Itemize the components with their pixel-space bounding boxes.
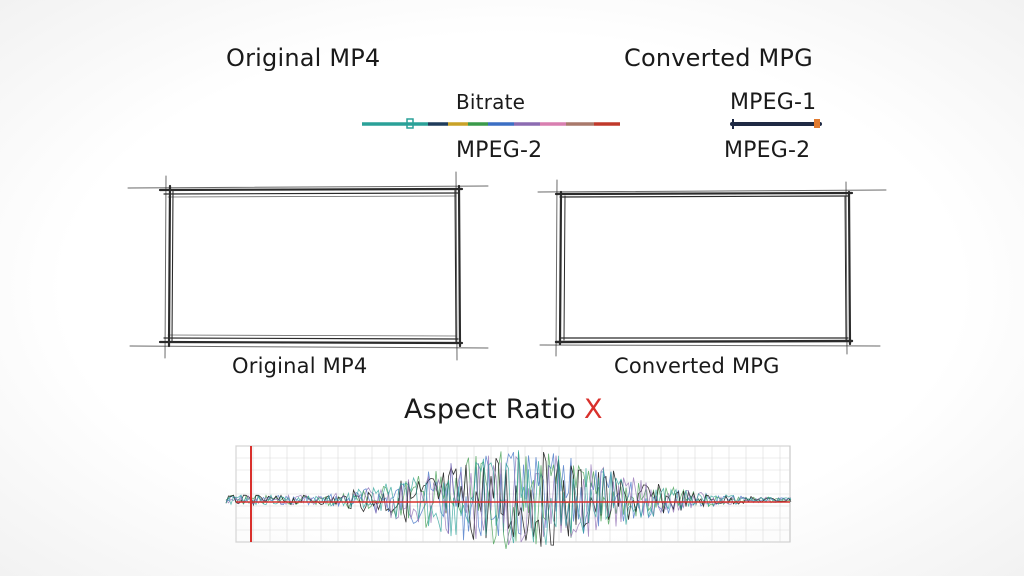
bitrate-bar: [362, 118, 620, 129]
mpeg1-bar: [730, 119, 822, 129]
converted-mpg-title: Converted MPG: [624, 44, 813, 72]
waveform-panel: [225, 445, 792, 549]
red-x-mark-icon: X: [584, 394, 603, 425]
bitrate-label: Bitrate: [456, 90, 526, 114]
waveform-trace: [225, 450, 792, 545]
waveform-grid: [235, 445, 791, 543]
waveform-signal: [225, 450, 792, 549]
waveform-trace: [225, 455, 792, 546]
left-frame-caption: Original MP4: [232, 354, 368, 378]
right-frame-caption: Converted MPG: [614, 354, 780, 378]
original-mp4-title: Original MP4: [226, 44, 381, 72]
aspect-ratio-text: Aspect Ratio: [404, 394, 577, 425]
right-codec-top-label: MPEG-1: [730, 90, 817, 115]
original-frame-sketch: [127, 171, 489, 361]
left-codec-label: MPEG-2: [456, 138, 543, 163]
converted-frame-sketch: [537, 179, 887, 357]
bitrate-bar-marker: [406, 118, 414, 129]
right-codec-bottom-label: MPEG-2: [724, 138, 811, 163]
waveform-trace: [225, 451, 792, 549]
